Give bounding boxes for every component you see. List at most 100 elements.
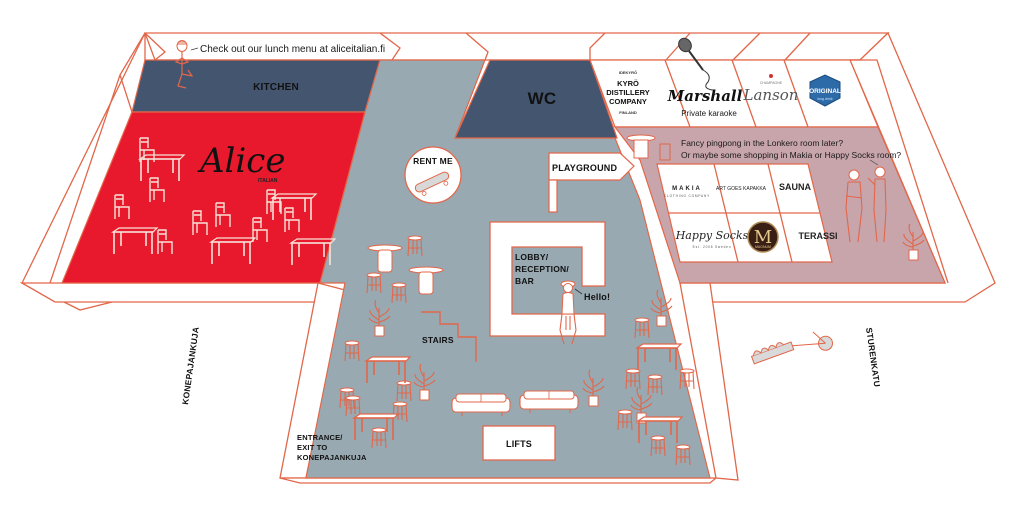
lobby-label-3: BAR [515,276,534,286]
bar-stool-icon [371,427,387,449]
lounge-question-1: Fancy pingpong in the Lonkero room later… [681,138,843,148]
playground-label: PLAYGROUND [552,163,617,173]
reception-bar[interactable]: LOBBY/ RECEPTION/ BAR [489,221,606,337]
potted-plant-icon [582,369,605,407]
bar-stool-icon [391,282,407,304]
bar-stool-icon [650,435,666,457]
original-logo: ORIGINAL [809,88,841,95]
entrance-label-3: KONEPAJANKUJA [297,453,367,462]
lanson-logo: Lanson [743,86,799,104]
chair-icon [157,229,173,254]
restaurant-furniture [111,137,337,265]
entrance-exit[interactable]: ENTRANCE/ EXIT TO KONEPAJANKUJA [297,433,367,462]
table-icon [209,237,257,264]
bar-stool-icon [647,374,663,396]
shop-terassi[interactable]: TERASSI [798,231,837,241]
receptionist-figure-icon [559,280,577,345]
shops: MAKIA CLOTHING COMPANY ART GOES KAPAKKA SAU… [664,182,838,253]
bar-stool-icon [634,317,650,339]
street-konepajankuja: KONEPAJANKUJA [180,326,201,405]
table-icon [364,356,412,383]
table-icon [635,343,683,370]
microphone-icon [678,37,713,91]
potted-plant-icon [902,223,925,261]
lifts[interactable]: LIFTS [482,425,556,461]
wc-label: WC [528,89,557,108]
kitchen-label: KITCHEN [253,82,299,93]
bottom-wall [279,477,718,484]
shop-sauna[interactable]: SAUNA [779,182,812,192]
playground-sign[interactable]: PLAYGROUND [548,152,635,213]
chair-icon [215,202,231,227]
kyro-line3: COMPANY [609,97,647,106]
shop-name: SAUNA [779,182,812,192]
original-long-drink-room[interactable]: ORIGINAL long drink [809,74,841,107]
chair-icon [139,137,155,162]
shop-sub: CLOTHING COMPANY [664,194,710,198]
shop-sub: MAGNUM [755,245,771,249]
sofa [519,390,579,413]
table-icon [636,416,684,443]
shop-grid [656,163,833,263]
shop-name: MAKIA [672,186,702,192]
marshall-karaoke-room[interactable]: Marshall Private karaoke [667,36,743,118]
pingpong-table [626,134,671,161]
chair-icon [192,210,208,235]
table-icon [352,413,400,440]
bar-stool-icon [366,272,382,294]
lanson-room[interactable]: CHAMPAGNE Lanson [743,74,799,104]
chair-icon [252,217,268,242]
table-icon [111,227,159,254]
shop-makia[interactable]: MAKIA CLOTHING COMPANY [664,186,710,198]
left-bottom-wall [19,282,321,303]
private-karaoke-label: Private karaoke [681,109,737,118]
alice-italian-logo: Alice ITALIAN [197,141,285,184]
bar-stool-icon [617,409,633,431]
stairs-label: STAIRS [422,335,454,345]
bar-stool-icon [675,444,691,466]
lounge-question-2: Or maybe some shopping in Makia or Happy… [681,150,901,160]
round-table-icon [367,244,403,273]
lunch-menu-note: Check out our lunch menu at aliceitalian… [200,44,385,55]
shop-art-goes-kapakka[interactable]: ART GOES KAPAKKA [716,186,767,192]
people-figures-icon [845,159,887,243]
shop-name: TERASSI [798,231,837,241]
chair-icon [284,207,300,232]
table-icon [138,154,186,181]
kyro-small-top: IDEKYRÖ [619,70,637,75]
top-wall-dividers [49,32,949,284]
kyro-small-bottom: FINLAND [619,110,637,115]
bar-stool-icon [679,368,695,390]
shop-name: Happy Socks [675,229,749,242]
lobby-label-2: RECEPTION/ [515,264,569,274]
lobby-label-1: LOBBY/ [515,252,549,262]
rent-me-skateboard[interactable]: RENT ME [404,146,462,204]
shop-sub: Est. 2008 Sweden [693,245,732,249]
potted-plant-icon [368,299,391,337]
stairs[interactable]: STAIRS [421,311,477,362]
chair-icon [266,189,282,214]
rent-me-label: RENT ME [413,156,453,166]
cargo-bike-icon [750,331,834,365]
bar-stool-icon [344,340,360,362]
wc-room[interactable] [454,59,618,139]
kyro-line2: DISTILLERY [606,88,649,97]
round-table-icon [408,266,444,295]
shop-name: ART GOES KAPAKKA [716,186,767,192]
magnum-logo-icon [747,221,779,253]
alice-logo-text: Alice [197,141,285,181]
bar-stool-icon [345,395,361,417]
marshall-logo: Marshall [667,87,743,105]
street-sturenkatu: STURENKATU [864,327,882,388]
bar-stool-icon [625,368,641,390]
potted-plant-icon [413,363,436,401]
potted-plant-icon [650,289,673,327]
kyro-distillery-room[interactable]: IDEKYRÖ KYRÖ DISTILLERY COMPANY FINLAND [606,70,649,115]
bar-stool-icon [407,235,423,257]
lifts-label: LIFTS [506,439,532,449]
top-note: Check out our lunch menu at aliceitalian… [174,40,385,89]
lanson-small: CHAMPAGNE [760,81,783,85]
